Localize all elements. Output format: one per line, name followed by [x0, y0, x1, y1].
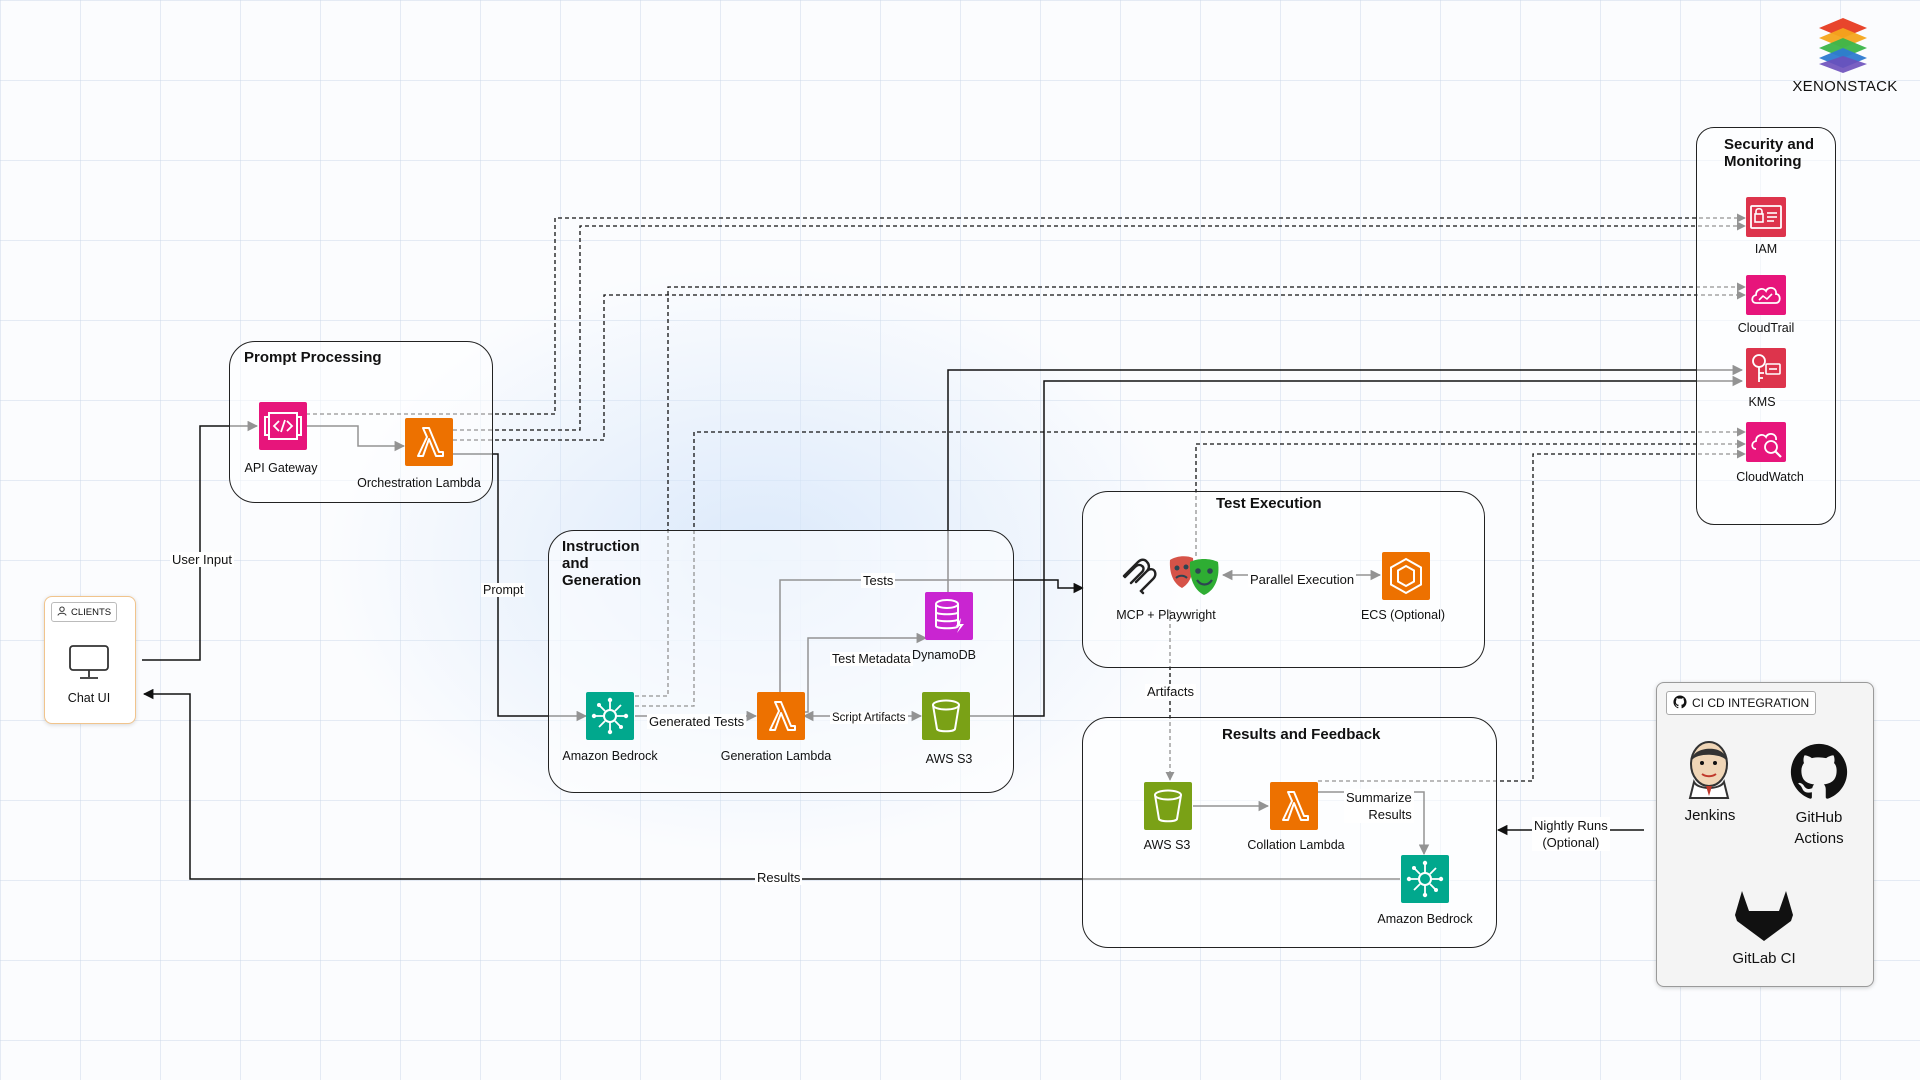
results-label: Results	[755, 870, 803, 885]
edge-apigw-to-iam	[306, 213, 1746, 415]
chat-ui-label: Chat UI	[67, 691, 111, 705]
generation-lambda-label: Generation Lambda	[720, 749, 832, 763]
jenkins-icon[interactable]	[1680, 738, 1738, 800]
clients-badge: CLIENTS	[51, 602, 118, 622]
cloudwatch-icon[interactable]	[1746, 422, 1786, 462]
results-feedback-title: Results and Feedback	[1222, 726, 1381, 743]
github-icon[interactable]	[1789, 742, 1849, 802]
cloudtrail-icon[interactable]	[1746, 275, 1786, 315]
s3-bucket-icon[interactable]	[922, 692, 970, 740]
parallel-execution-label: Parallel Execution	[1248, 572, 1357, 587]
artifacts-label: Artifacts	[1145, 684, 1196, 699]
security-monitoring-title: Security and Monitoring	[1724, 136, 1815, 170]
orchestration-lambda-label: Orchestration Lambda	[357, 476, 481, 490]
gitlab-icon[interactable]	[1733, 885, 1795, 943]
kms-icon[interactable]	[1746, 348, 1786, 388]
api-gateway-icon[interactable]	[259, 402, 307, 450]
results-s3-label: AWS S3	[1143, 838, 1191, 852]
playwright-masks-icon[interactable]	[1166, 550, 1224, 598]
ci-cd-badge: CI CD INTEGRATION	[1666, 691, 1817, 715]
tests-label: Tests	[861, 573, 896, 588]
edge-lambda-to-iam	[453, 221, 1746, 431]
prompt-processing-title: Prompt Processing	[244, 349, 382, 366]
collation-lambda-icon[interactable]	[1270, 782, 1318, 830]
results-bedrock-label: Amazon Bedrock	[1377, 912, 1473, 926]
github-small-icon	[1673, 694, 1687, 712]
ecs-icon[interactable]	[1382, 552, 1430, 600]
dynamodb-icon[interactable]	[925, 592, 973, 640]
ci-cd-title: CI CD INTEGRATION	[1692, 696, 1810, 710]
test-execution-title: Test Execution	[1216, 495, 1322, 512]
user-input-label: User Input	[170, 552, 234, 567]
bedrock-label: Amazon Bedrock	[562, 749, 658, 763]
collation-lambda-label: Collation Lambda	[1247, 838, 1345, 852]
jenkins-label: Jenkins	[1684, 807, 1736, 824]
results-s3-bucket-icon[interactable]	[1144, 782, 1192, 830]
edge-dynamodb-to-kms	[947, 364, 1744, 592]
edge-user-input	[142, 420, 259, 661]
script-artifacts-label: Script Artifacts	[830, 712, 908, 724]
instruction-generation-group	[548, 530, 1014, 793]
results-bedrock-icon[interactable]	[1401, 855, 1449, 903]
dynamodb-label: DynamoDB	[912, 648, 976, 662]
edge-lambda-to-cloudtrail	[453, 290, 1746, 441]
iam-label: IAM	[1754, 242, 1778, 256]
monitor-icon	[67, 643, 111, 686]
instruction-generation-title: Instruction and Generation	[562, 538, 642, 589]
mcp-playwright-label: MCP + Playwright	[1116, 608, 1216, 622]
orchestration-lambda-icon[interactable]	[405, 418, 453, 466]
test-metadata-label: Test Metadata	[830, 652, 913, 666]
prompt-label: Prompt	[481, 583, 526, 597]
ecs-label: ECS (Optional)	[1360, 608, 1446, 622]
xenonstack-logo	[1815, 16, 1871, 74]
user-icon	[57, 606, 67, 619]
github-label: GitHub Actions	[1794, 809, 1844, 847]
clients-group: CLIENTS Chat UI	[44, 596, 136, 724]
s3-label: AWS S3	[925, 752, 973, 766]
kms-label: KMS	[1748, 395, 1776, 409]
results-feedback-group	[1082, 717, 1497, 948]
summarize-results-label: Summarize Results	[1344, 789, 1414, 823]
api-gateway-label: API Gateway	[244, 461, 318, 475]
clients-title: CLIENTS	[71, 606, 112, 618]
bedrock-icon[interactable]	[586, 692, 634, 740]
cloudwatch-label: CloudWatch	[1736, 470, 1804, 484]
brand-name: XENONSTACK	[1792, 78, 1898, 95]
cloudtrail-label: CloudTrail	[1737, 321, 1795, 335]
gitlab-label: GitLab CI	[1732, 950, 1796, 967]
generation-lambda-icon[interactable]	[757, 692, 805, 740]
mcp-icon[interactable]	[1120, 558, 1158, 596]
nightly-runs-label: Nightly Runs (Optional)	[1532, 817, 1610, 851]
generated-tests-label: Generated Tests	[647, 714, 747, 729]
iam-icon[interactable]	[1746, 197, 1786, 237]
